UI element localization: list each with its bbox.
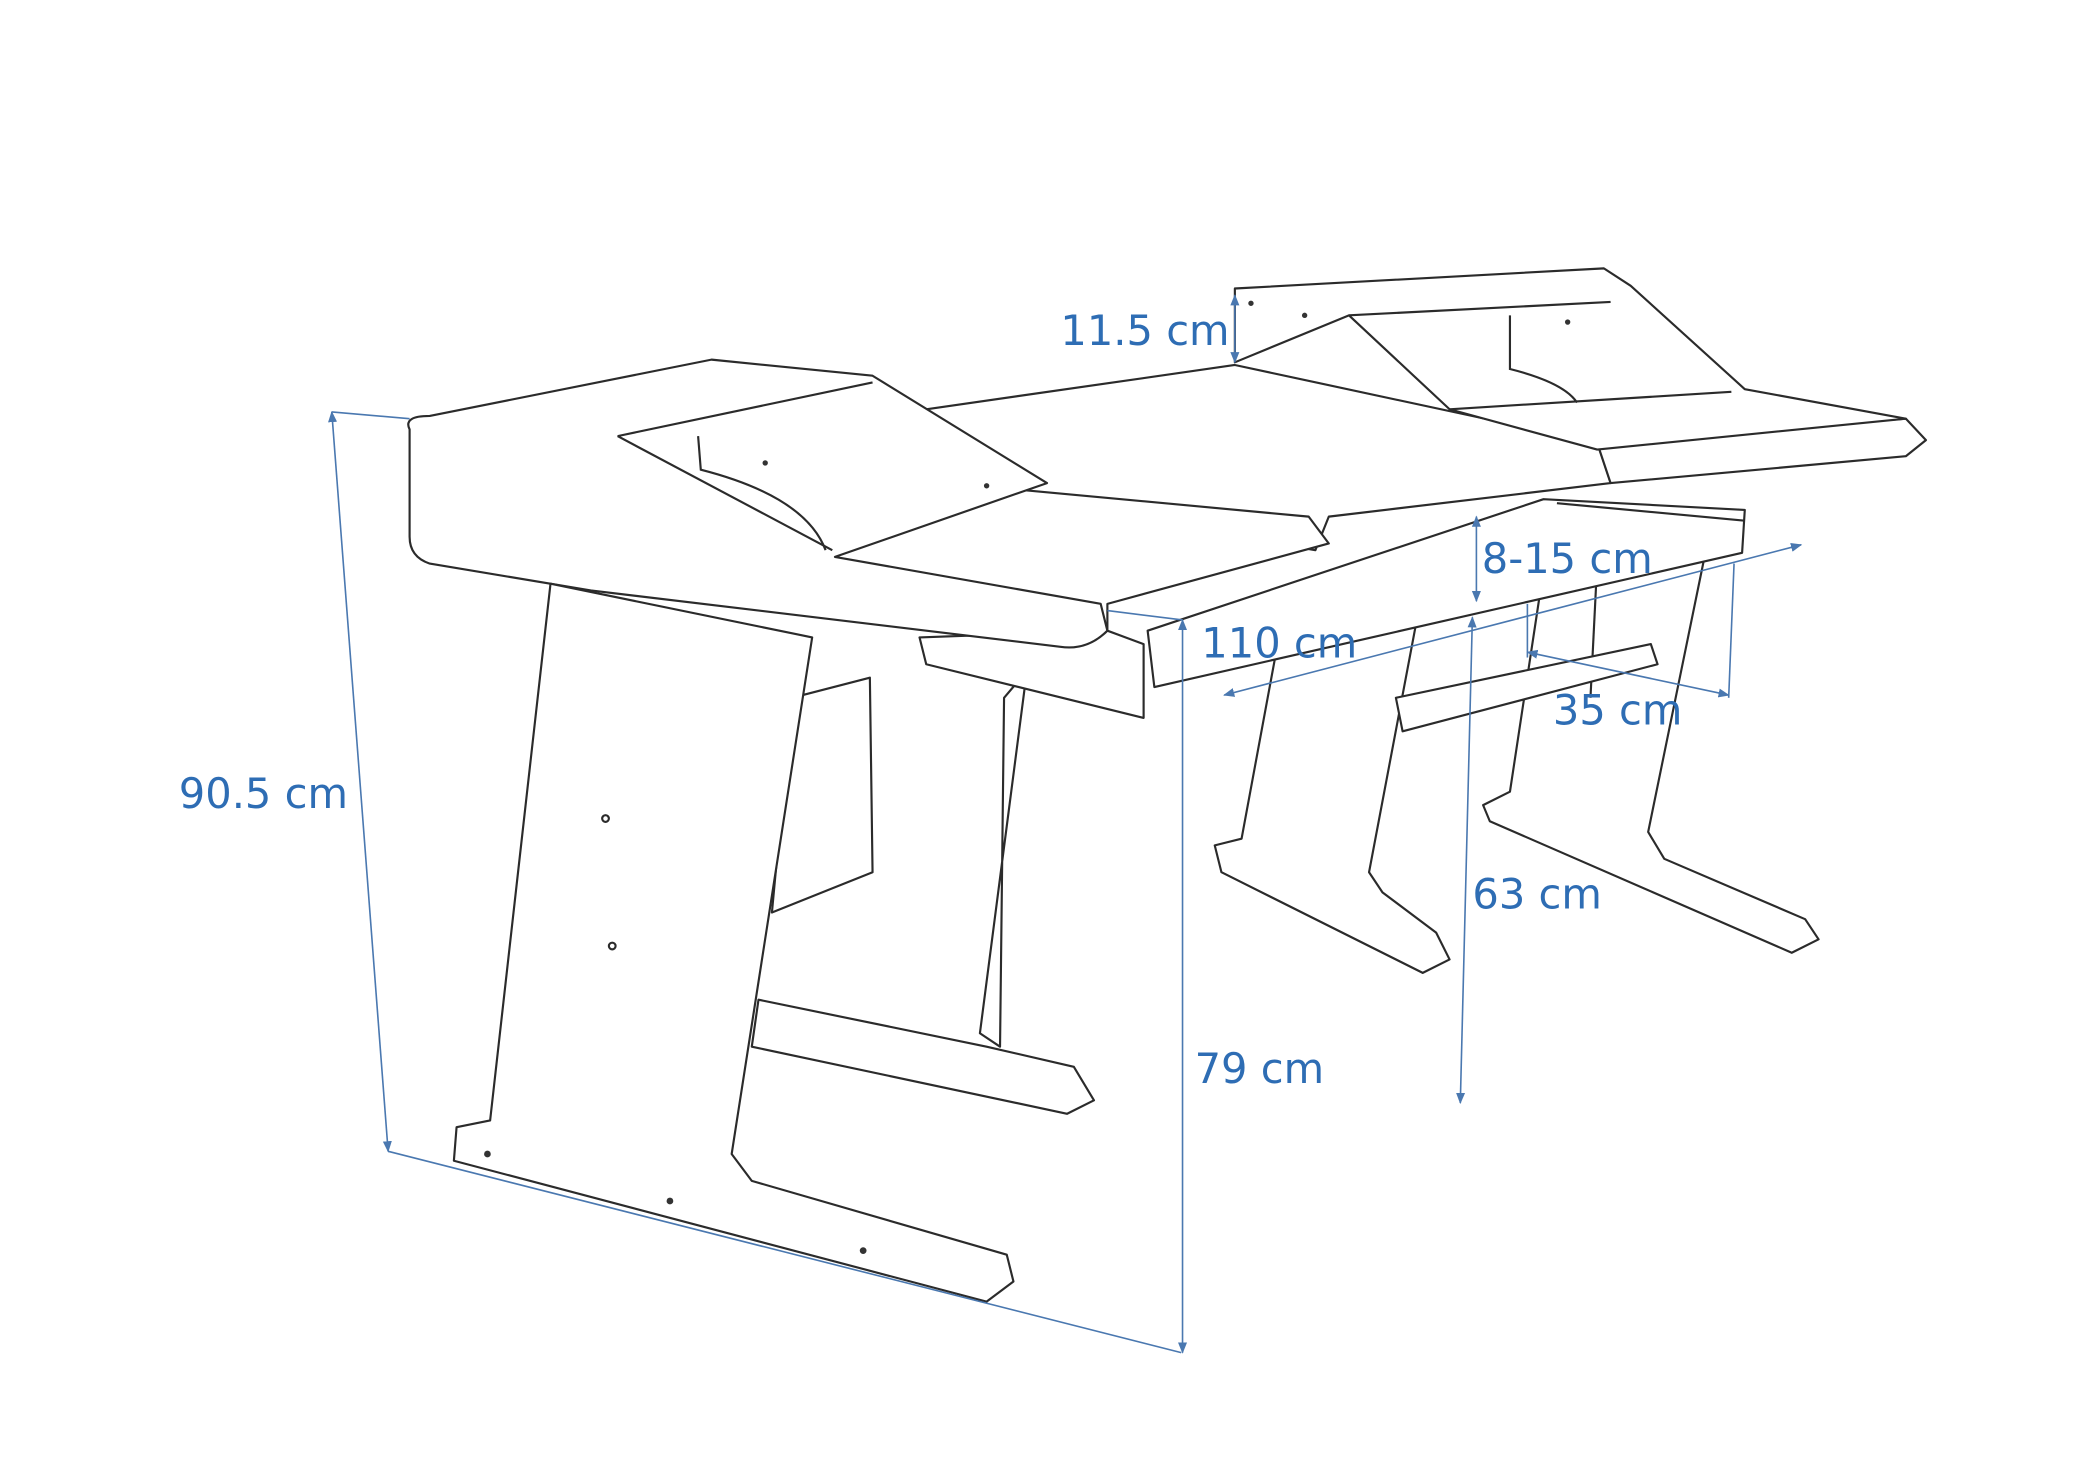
label-shelf-height: 11.5 cm [1060, 306, 1229, 355]
label-desk-height: 79 cm [1195, 1044, 1325, 1093]
left-front-leg [452, 582, 1015, 1303]
label-total-height: 90.5 cm [179, 769, 348, 818]
label-tray-height: 8-15 cm [1482, 534, 1653, 583]
label-tray-width: 110 cm [1201, 619, 1357, 668]
middle-leg [1213, 622, 1451, 974]
left-back-panel [750, 669, 1096, 1115]
left-monitor-shelf [407, 358, 1109, 649]
right-monitor-shelf [1233, 267, 1907, 451]
label-under-tray-clearance: 63 cm [1472, 869, 1602, 918]
dimension-lines [328, 294, 1803, 1354]
label-tray-depth: 35 cm [1553, 686, 1683, 735]
